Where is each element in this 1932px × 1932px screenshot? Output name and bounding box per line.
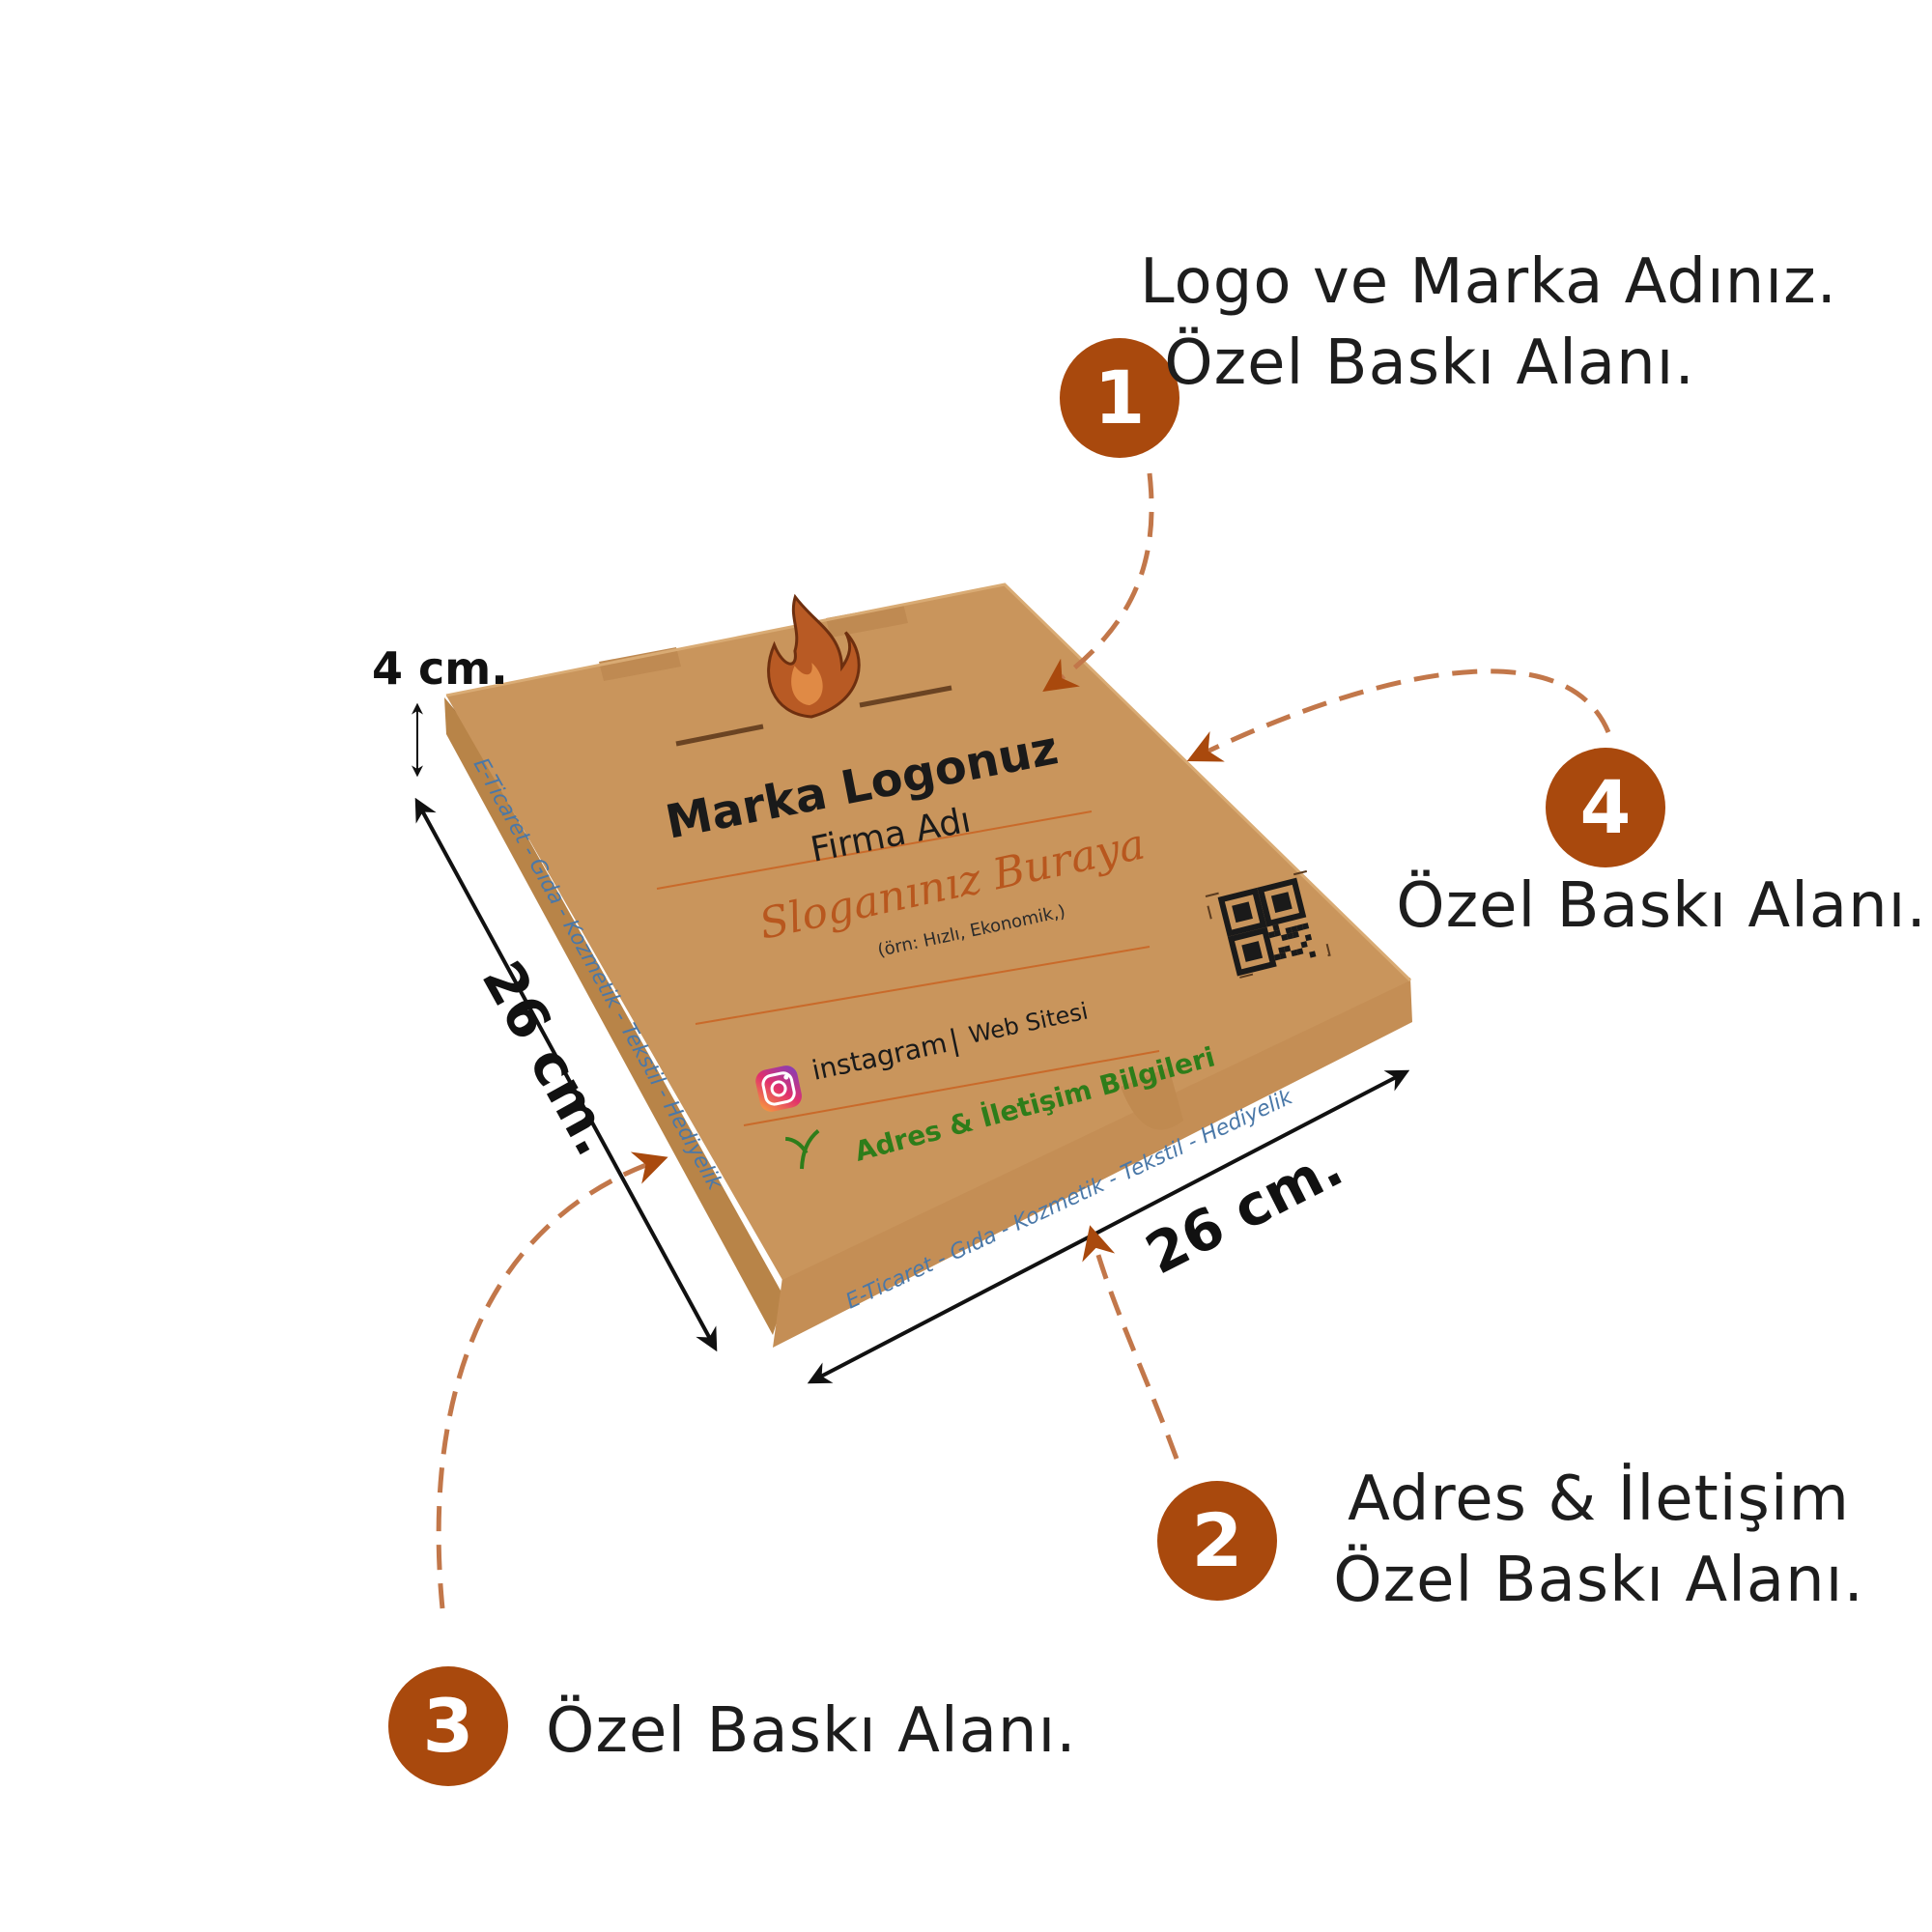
qr-cell <box>1300 941 1308 949</box>
qr-cell <box>1296 923 1304 931</box>
lid-rule-1 <box>675 724 764 747</box>
qr-cell <box>1267 930 1276 939</box>
depth-arrow <box>414 797 718 1352</box>
qr-cell <box>1273 929 1282 937</box>
qr-cell <box>1296 948 1304 955</box>
callout-arrow-1 <box>1042 472 1154 692</box>
qr-cell <box>1291 949 1298 957</box>
qr-cell <box>1283 945 1292 952</box>
callout-text-4: Özel Baskı Alanı. <box>1396 866 1927 947</box>
callout-badge-2: 2 <box>1157 1481 1277 1601</box>
height-label: 4 cm. <box>372 642 508 695</box>
callout-1-line-2: Özel Baskı Alanı. <box>1164 327 1695 399</box>
qr-cell <box>1279 952 1287 960</box>
qr-cell <box>1301 923 1310 930</box>
callout-1-line-1: Logo ve Marka Adınız. <box>1140 246 1837 318</box>
qr-cell <box>1272 923 1280 931</box>
instagram-icon <box>755 1065 802 1112</box>
flame-logo-icon <box>767 593 861 719</box>
box-top-edge <box>445 582 1412 982</box>
callout-arrow-3 <box>436 1151 668 1609</box>
qr-finder <box>1232 901 1253 923</box>
box-lid-tab-right <box>826 604 908 638</box>
callout-2-line-1: Adres & İletişim <box>1348 1463 1850 1535</box>
qr-cell <box>1285 926 1293 934</box>
lid-rule-2 <box>859 685 952 708</box>
qr-cell <box>1309 951 1317 958</box>
callout-badge-4: 4 <box>1546 748 1665 867</box>
qr-code-icon <box>1204 869 1331 982</box>
callout-text-2: Adres & İletişim Özel Baskı Alanı. <box>1328 1459 1869 1621</box>
qr-cell <box>1292 930 1299 939</box>
qr-finder <box>1241 941 1264 962</box>
callout-badge-3: 3 <box>388 1666 508 1786</box>
qr-cell <box>1304 933 1313 942</box>
callout-arrow-2 <box>1082 1225 1179 1460</box>
callout-text-1: Logo ve Marka Adınız. Özel Baskı Alanı. <box>1140 242 1837 404</box>
callout-arrow-4 <box>1186 668 1611 762</box>
callout-3-line-1: Özel Baskı Alanı. <box>546 1695 1077 1767</box>
qr-cell <box>1291 925 1298 933</box>
callout-4-line-1: Özel Baskı Alanı. <box>1396 870 1927 942</box>
qr-cell <box>1278 946 1286 954</box>
box-lid-tab-left <box>599 647 681 681</box>
callout-badge-1: 1 <box>1060 338 1179 458</box>
qr-cell <box>1273 953 1282 961</box>
callout-text-3: Özel Baskı Alanı. <box>546 1690 1096 1772</box>
lid-rule-3 <box>656 810 1093 890</box>
qr-finder <box>1270 892 1293 914</box>
lid-rule-4 <box>695 946 1151 1025</box>
dimension-height: 4 cm. <box>372 642 508 778</box>
qr-cell <box>1281 933 1289 942</box>
qr-cell <box>1286 932 1294 940</box>
callout-2-line-2: Özel Baskı Alanı. <box>1333 1545 1864 1616</box>
